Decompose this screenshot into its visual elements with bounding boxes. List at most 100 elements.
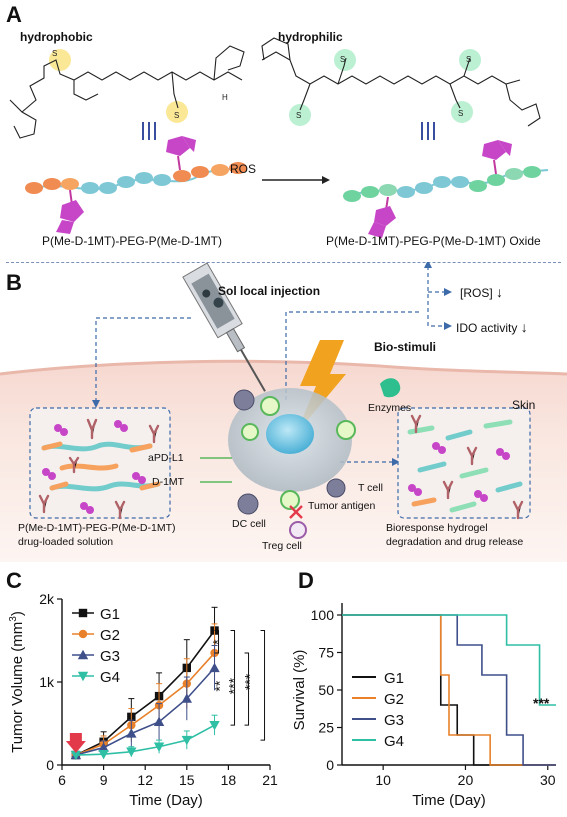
y-tick-label: 2k [39,591,55,607]
right-bead-chain [343,140,549,238]
legend-label: G3 [100,648,120,665]
dc-cell-label: DC cell [232,518,266,530]
panel-letter-b: B [6,270,22,295]
series-line-G3 [75,667,216,756]
data-point [70,750,82,761]
x-tick-label: 30 [540,772,556,788]
y-tick-label: 75 [318,645,334,661]
ros-label: ROS [230,162,257,176]
bracket [214,630,220,654]
x-axis-label: Time (Day) [129,792,203,809]
svg-text:H: H [222,93,228,102]
t-cell-label: T cell [358,482,383,494]
right-box-antibodies [410,414,524,520]
y-tick-label: 50 [318,682,334,698]
arrow-marker [65,733,86,753]
svg-text:S: S [458,109,463,118]
panel-b-graphic [0,262,567,562]
svg-text:S: S [466,55,471,64]
right-caption-line2: degradation and drug release [386,536,524,548]
x-tick-label: 18 [221,772,237,788]
equivalence-symbol-right [421,122,435,140]
right-caption-line1: Bioresponse hydrogel [386,522,488,534]
significance-label: * [210,639,226,645]
series-line-G1 [75,630,216,756]
data-point [181,693,192,703]
left-polymer-label: P(Me-D-1MT)-PEG-P(Me-D-1MT) [42,234,222,248]
significance-label: *** [242,673,258,690]
enzymes-label: Enzymes [368,402,412,414]
ros-level-label: [ROS] ↓ [460,284,504,300]
bracket [244,652,250,726]
legend-label: G4 [100,669,120,686]
y-tick-label: 1k [39,674,55,690]
section-divider [6,262,561,263]
sol-injection-label: Sol local injection [218,284,321,298]
legend-label: G2 [100,627,120,644]
left-box-drugs [42,420,146,514]
data-point [209,720,220,731]
svg-text:S: S [296,111,301,120]
panel-letter-c: C [6,568,22,593]
data-point [153,742,165,752]
skin-label: Skin [512,398,536,412]
equivalence-symbol-left [142,122,156,140]
panel-a-graphic: S S H S S S S [9,37,549,238]
series-line-G4 [75,724,215,756]
data-point [209,662,220,673]
treg-cell-icon [289,521,307,539]
syringe-icon [182,262,266,392]
data-point [126,728,137,738]
apd-l1-label: aPD-L1 [148,452,184,464]
x-tick-label: 9 [100,772,108,788]
treg-cell-label: Treg cell [262,540,302,552]
bracket [260,630,266,741]
data-point [98,750,109,760]
legend-label: G1 [384,670,404,687]
right-box-drugs [408,442,510,502]
x-tick-label: 20 [458,772,474,788]
legend-label: G4 [384,733,404,750]
panel-letter-a: A [6,2,22,27]
tumor-core [266,414,314,454]
x-axis-label: Time (Day) [412,792,486,809]
legend-marker [78,608,88,618]
series-G3: G3 [70,644,220,760]
legend-marker [77,671,89,682]
significance-label: *** [533,695,550,711]
series-G1: G1 [71,606,219,760]
left-bead-chain [25,136,247,234]
y-tick-label: 100 [311,607,335,623]
enzyme-icon [380,378,401,398]
x-tick-label: 21 [262,772,278,788]
left-chemical-structure: S S H [9,45,245,139]
significance-brackets [214,630,266,741]
left-box-antibodies [38,418,160,520]
legend-label: G3 [384,712,404,729]
left-box-chains [41,441,161,492]
series-G4: G4 [70,669,220,761]
legend-marker [78,629,88,639]
tumor-antigen-label: Tumor antigen [308,500,376,512]
hydrophobic-label: hydrophobic [20,30,93,44]
survival-line-G2 [342,614,556,766]
data-point [98,742,109,752]
inhibit-mark [289,505,303,519]
x-tick-label: 6 [58,772,66,788]
left-caption-line2: drug-loaded solution [18,536,114,548]
y-tick-label: 0 [326,757,334,773]
y-axis-label: Survival (%) [291,650,308,731]
significance-label: *** [226,677,242,694]
x-tick-label: 15 [179,772,195,788]
data-point [126,747,137,757]
x-tick-label: 12 [137,772,153,788]
left-caption-line1: P(Me-D-1MT)-PEG-P(Me-D-1MT) [18,522,176,534]
svg-text:S: S [52,49,57,58]
bio-stimuli-label: Bio-stimuli [374,340,436,354]
svg-text:S: S [174,111,179,120]
bracket [230,630,236,726]
svg-text:S: S [340,55,345,64]
survival-line-G3 [342,614,556,766]
